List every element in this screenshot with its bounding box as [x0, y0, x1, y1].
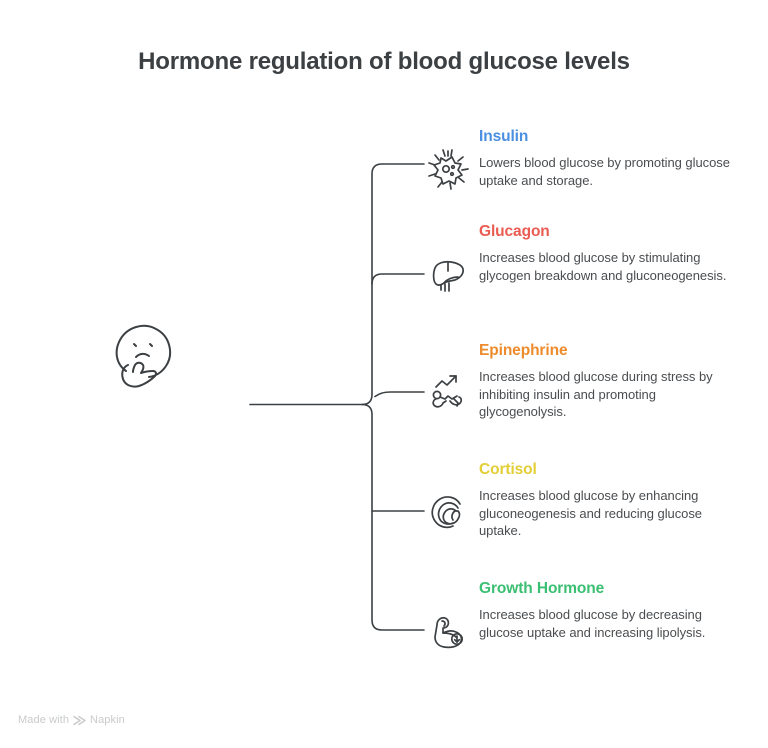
- branch-description-epinephrine: Increases blood glucose during stress by…: [479, 368, 713, 420]
- branch-line-epinephrine: [374, 391, 425, 398]
- left-eye: [133, 343, 137, 347]
- branch-description-cortisol: Increases blood glucose by enhancing glu…: [479, 487, 702, 539]
- runner-leg-back: [432, 398, 447, 408]
- down-arrow-head: [453, 638, 461, 643]
- right-eye: [149, 343, 153, 347]
- liver-lobe-fold: [443, 276, 459, 284]
- down-arrow-badge: [450, 632, 464, 646]
- spine-lower: [361, 403, 425, 631]
- face-outline: [115, 324, 172, 378]
- swirl-inner-crescent: [442, 508, 461, 525]
- flexed-bicep-arrow-icon: [424, 606, 472, 654]
- cell-spike-11: [434, 154, 440, 161]
- branch-text-growth-hormone: Growth Hormone Increases blood glucose b…: [479, 580, 741, 641]
- arrow-head: [449, 375, 457, 383]
- swirl-core-notch: [451, 510, 456, 521]
- branch-description-growth-hormone: Increases blood glucose by decreasing gl…: [479, 606, 706, 640]
- liver-body: [432, 260, 464, 286]
- cell-nucleus: [441, 164, 451, 174]
- cell-spike-5: [461, 168, 469, 171]
- forearm-crease: [442, 632, 457, 638]
- runner-leg-front: [449, 396, 463, 406]
- napkin-chevrons-icon: [73, 715, 86, 726]
- branch-line-glucagon: [371, 273, 425, 285]
- branch-description-glucagon: Increases blood glucose by stimulating g…: [479, 249, 727, 283]
- branch-text-insulin: Insulin Lowers blood glucose by promotin…: [479, 128, 741, 189]
- branch-heading-growth-hormone: Growth Hormone: [479, 580, 605, 597]
- spiral-swirl-icon: [424, 487, 472, 535]
- runner-arm: [453, 398, 459, 407]
- root-node-thinking-face[interactable]: [108, 313, 180, 395]
- bicep-outline: [434, 616, 463, 649]
- cell-spike-1: [442, 149, 446, 157]
- swirl-middle: [437, 502, 459, 525]
- cell-body: [433, 156, 463, 185]
- cell-spike-8: [437, 181, 443, 188]
- bicep-inner-curl: [441, 620, 446, 627]
- runner-head: [432, 390, 442, 400]
- trending-arrow: [435, 375, 457, 388]
- branch-heading-insulin: Insulin: [479, 128, 529, 145]
- watermark[interactable]: Made with Napkin: [18, 714, 125, 726]
- swirl-outer: [431, 496, 461, 529]
- branch-heading-cortisol: Cortisol: [479, 461, 537, 478]
- branch-text-cortisol: Cortisol Increases blood glucose by enha…: [479, 461, 741, 540]
- branch-text-glucagon: Glucagon Increases blood glucose by stim…: [479, 223, 741, 284]
- liver-icon: [424, 250, 472, 298]
- page-title: Hormone regulation of blood glucose leve…: [138, 48, 630, 75]
- thinking-hand: [121, 361, 158, 388]
- cell-granule-1: [450, 164, 456, 170]
- running-person-trending-arrow-icon: [424, 368, 472, 416]
- watermark-prefix: Made with: [18, 714, 70, 726]
- branch-heading-epinephrine: Epinephrine: [479, 342, 568, 359]
- cell-spike-10: [428, 162, 436, 166]
- pancreatic-cell-icon: [424, 145, 472, 193]
- watermark-brand: Napkin: [90, 714, 125, 726]
- branch-description-insulin: Lowers blood glucose by promoting glucos…: [479, 154, 730, 188]
- cell-spike-7: [449, 182, 452, 190]
- cell-spike-6: [458, 177, 465, 183]
- mouth: [135, 352, 150, 358]
- cell-spike-9: [428, 173, 436, 177]
- runner-torso-leg: [439, 395, 458, 400]
- cell-granule-2: [449, 171, 455, 177]
- branch-text-epinephrine: Epinephrine Increases blood glucose duri…: [479, 342, 741, 421]
- cell-spike-4: [457, 156, 464, 162]
- cell-spike-2: [450, 149, 453, 157]
- spine-upper: [361, 163, 425, 406]
- branch-heading-glucagon: Glucagon: [479, 223, 550, 240]
